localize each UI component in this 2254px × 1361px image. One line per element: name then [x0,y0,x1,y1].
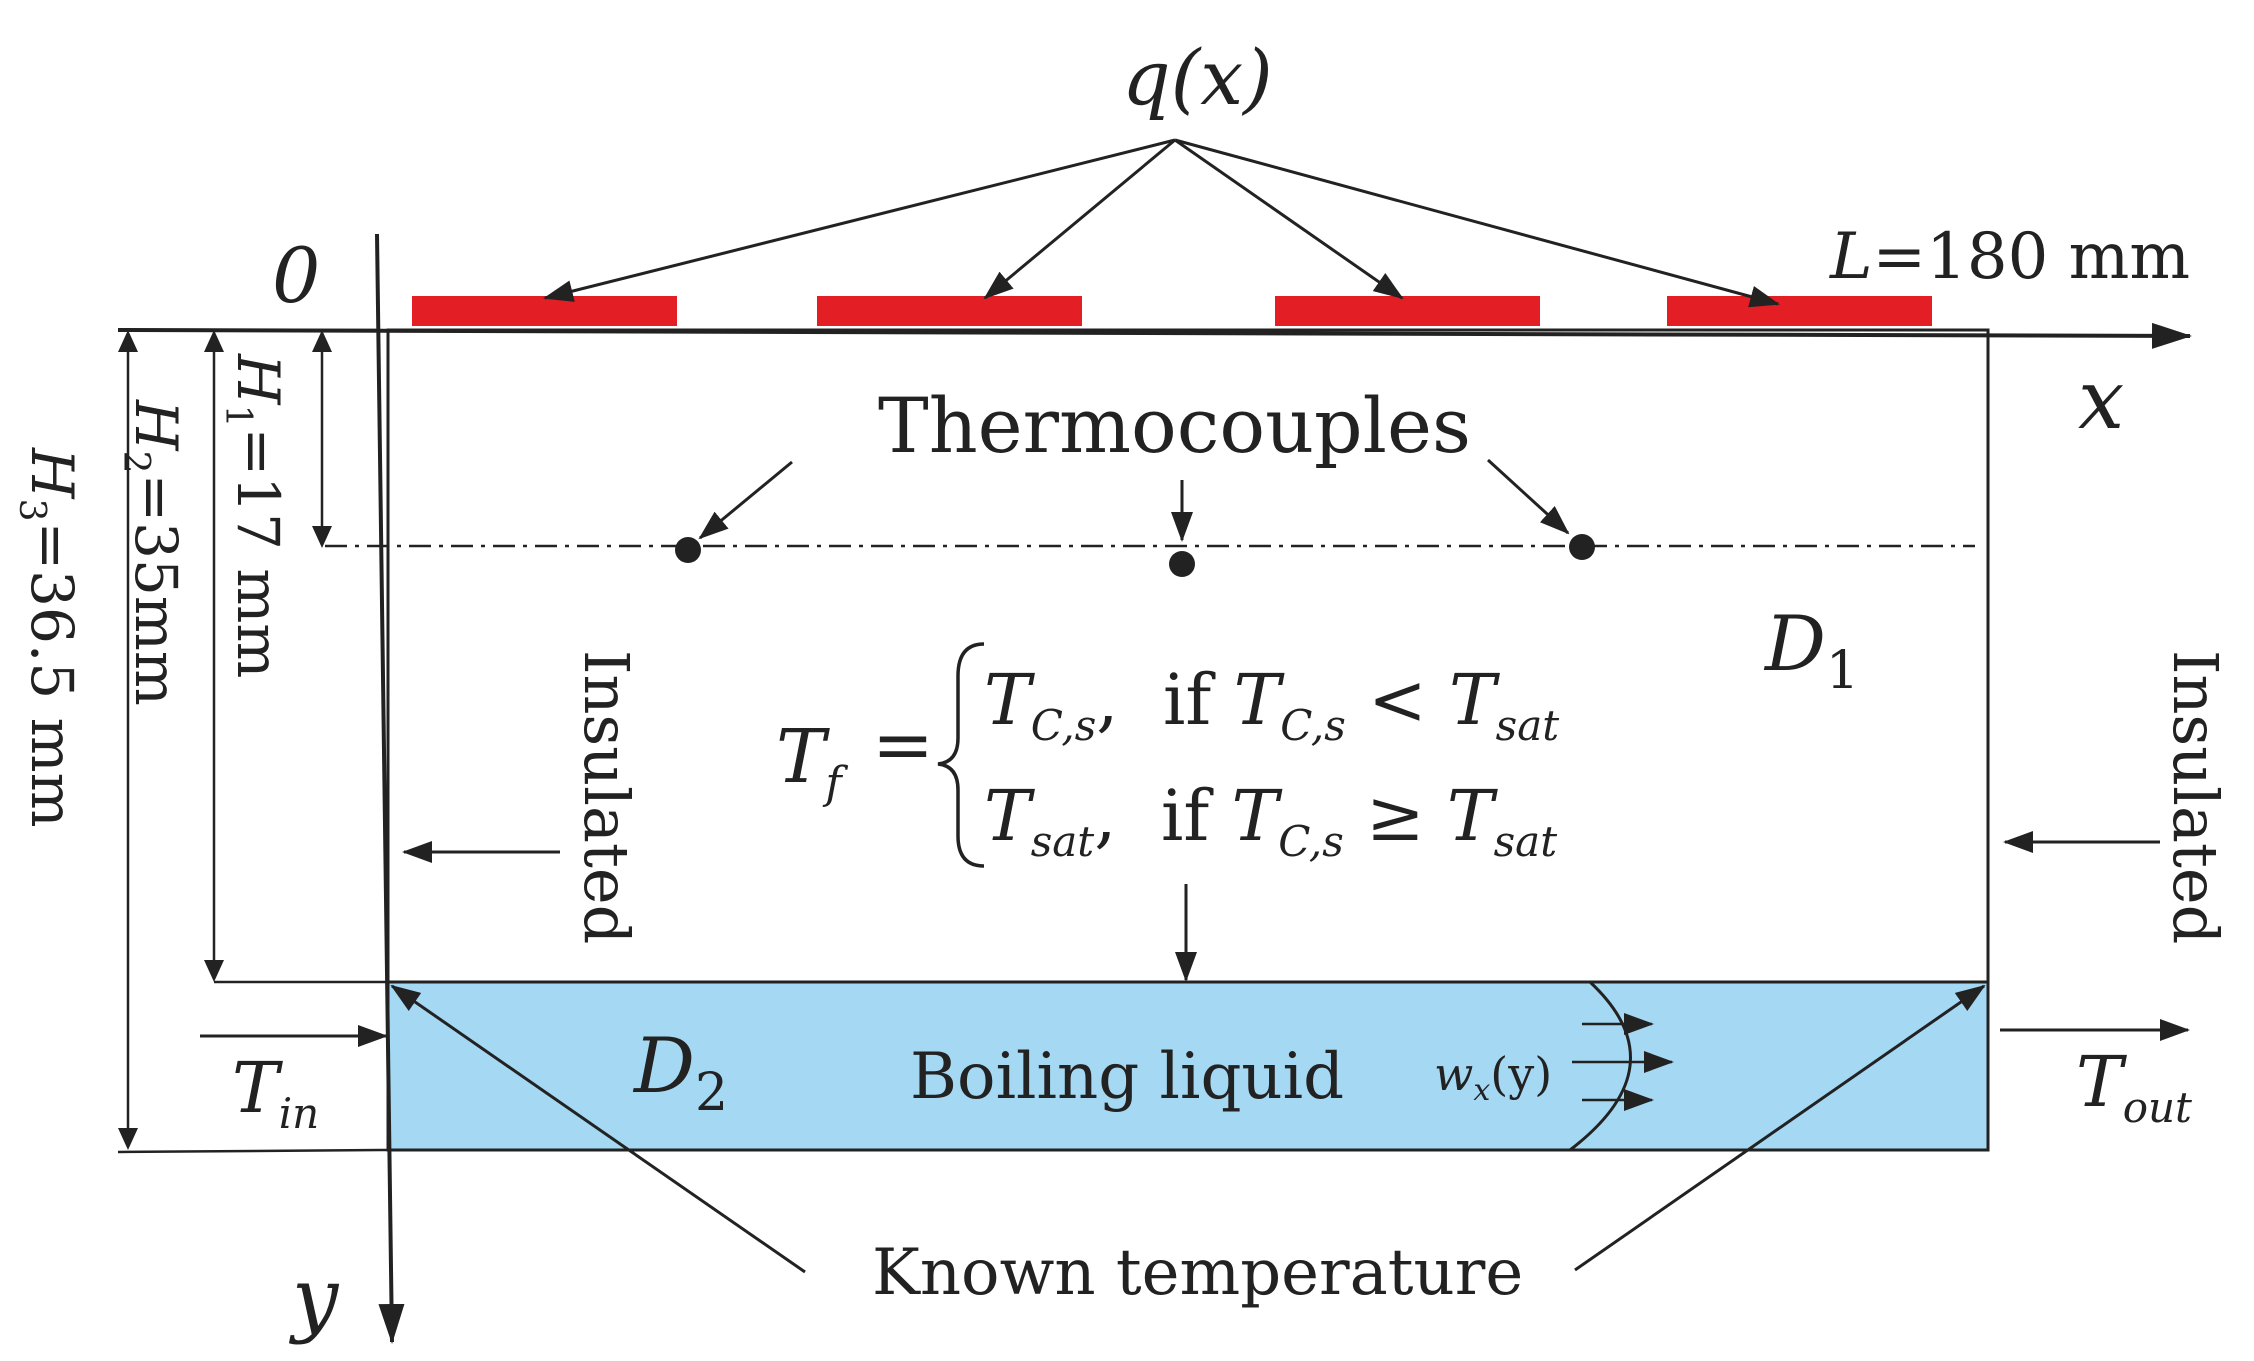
equation-brace [937,642,985,868]
t-out-label: Tout [2076,1041,2192,1132]
thermocouple-3 [1569,534,1595,560]
equation-lhs: Tf [776,714,848,809]
equation-equals: = [872,702,934,788]
velocity-label: wx(y) [1434,1047,1552,1108]
insulated-left-label: Insulated [570,650,643,944]
heater-2 [817,296,1082,326]
h1-label: H1=17 mm [217,353,292,678]
length-label: L=180 mm [1829,220,2190,294]
x-axis [117,322,2192,349]
thermocouple-2 [1169,551,1195,577]
heater-3 [1275,296,1540,326]
thermocouple-arrows [698,458,1570,542]
dimension-lines [117,328,389,1154]
heat-flux-label: q(x) [1122,33,1273,122]
equation-case-1: TC,s, if TC,s < Tsat [984,659,1559,750]
h3-label: H3=36.5 mm [11,447,86,828]
x-axis-label: x [2078,353,2124,448]
y-axis-label: y [288,1251,340,1346]
equation-case-2: Tsat, if TC,s ≥ Tsat [984,775,1557,866]
domain1-label: D1 [1763,599,1859,701]
h2-label: H2=35mm [115,399,190,706]
thermocouple-1 [675,537,701,563]
known-temp-arrow-left [390,984,806,1274]
heat-flux-arrows [543,138,1780,308]
domain2-label: D2 [632,1021,728,1123]
y-axis [375,233,405,1344]
origin-label: 0 [272,231,320,320]
velocity-profile [1569,980,1674,1152]
thermocouples-label: Thermocouples [878,381,1471,470]
known-temperature-label: Known temperature [872,1236,1523,1310]
insulated-right-label: Insulated [2159,650,2232,944]
liquid-channel [386,980,1990,1152]
heater-4 [1667,296,1932,326]
boiling-liquid-label: Boiling liquid [910,1040,1344,1114]
known-temp-arrow-right [1574,984,1986,1272]
solid-domain-outline [386,328,1990,984]
heater-1 [412,296,677,326]
t-in-label: Tin [232,1047,319,1138]
